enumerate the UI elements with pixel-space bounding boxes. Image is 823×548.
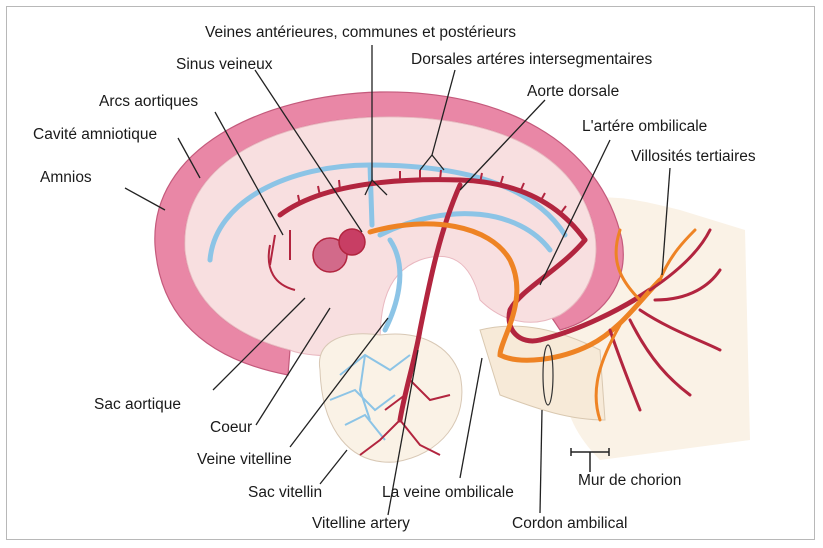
label-arcs-aortiques: Arcs aortiques <box>99 93 198 111</box>
label-vitelline-artery: Vitelline artery <box>312 515 410 533</box>
label-mur-chorion: Mur de chorion <box>578 472 681 490</box>
label-coeur: Coeur <box>210 419 252 437</box>
label-aorte-dorsale: Aorte dorsale <box>527 83 619 101</box>
label-sinus-veineux: Sinus veineux <box>176 56 273 74</box>
label-veine-ombilicale: La veine ombilicale <box>382 484 514 502</box>
label-sac-aortique: Sac aortique <box>94 396 181 414</box>
label-veines: Veines antérieures, communes et postérie… <box>205 24 516 42</box>
chorion-wall-bracket <box>571 448 609 472</box>
label-veine-vitelline: Veine vitelline <box>197 451 292 469</box>
label-sac-vitellin: Sac vitellin <box>248 484 322 502</box>
label-cordon-ambilical: Cordon ambilical <box>512 515 627 533</box>
label-villosites: Villosités tertiaires <box>631 148 756 166</box>
label-artere-ombilicale: L'artére ombilicale <box>582 118 707 136</box>
label-amnios: Amnios <box>40 169 92 187</box>
label-dorsales: Dorsales artéres intersegmentaires <box>411 51 652 69</box>
label-cavite-amniotique: Cavité amniotique <box>33 126 157 144</box>
